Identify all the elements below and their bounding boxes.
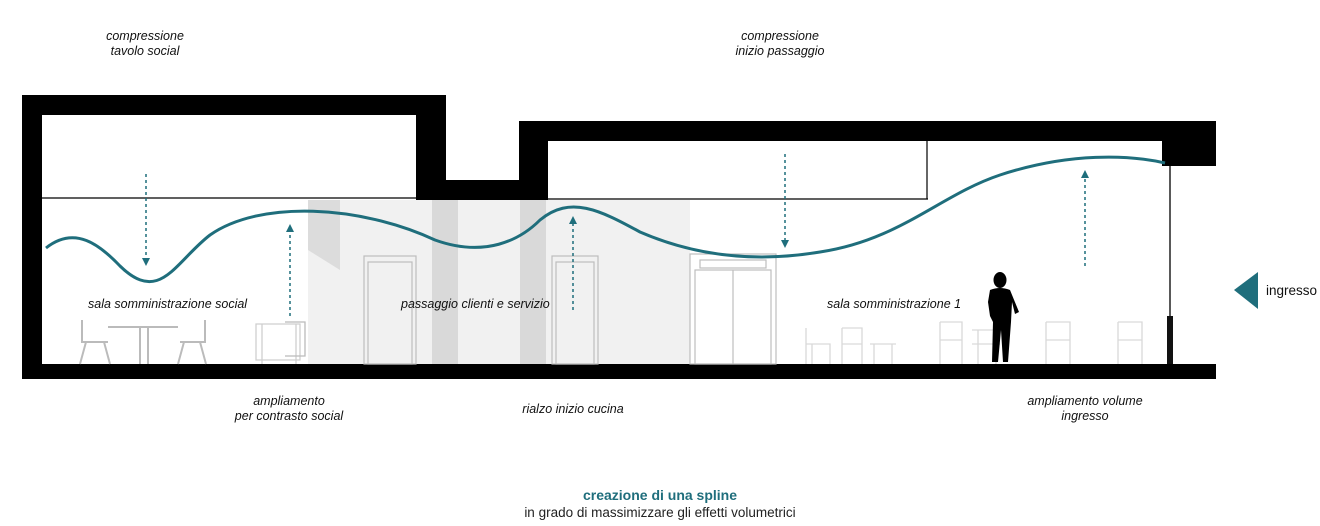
- label-ampliamento-contrasto: ampliamento per contrasto social: [219, 394, 359, 424]
- label-line: inizio passaggio: [735, 44, 825, 58]
- arrow-heads: [142, 170, 1089, 266]
- caption: creazione di una spline in grado di mass…: [0, 487, 1320, 521]
- label-line: per contrasto social: [234, 409, 344, 423]
- label-compressione-passaggio: compressione inizio passaggio: [720, 29, 840, 59]
- spline-curve: [45, 155, 1166, 284]
- room-label-social: sala somministrazione social: [88, 297, 248, 311]
- label-ampliamento-ingresso: ampliamento volume ingresso: [1010, 394, 1160, 424]
- structure: [22, 95, 1216, 379]
- label-line: ingresso: [1061, 409, 1109, 423]
- room-label-sala1: sala somministrazione 1: [827, 297, 962, 311]
- passage-shading: [308, 200, 690, 364]
- entrance-label: ingresso: [1266, 283, 1318, 298]
- caption-subtitle: in grado di massimizzare gli effetti vol…: [524, 505, 796, 520]
- entrance-glazing: [1167, 166, 1173, 364]
- label-line: tavolo social: [110, 44, 180, 58]
- label-line: compressione: [106, 29, 184, 43]
- openings: [363, 253, 777, 365]
- caption-title: creazione di una spline: [582, 487, 738, 503]
- label-line: ampliamento: [253, 394, 325, 408]
- ceiling-lines: [42, 141, 928, 200]
- volume-arrows: [145, 154, 1086, 316]
- label-line: rialzo inizio cucina: [522, 402, 624, 416]
- label-compressione-tavolo: compressione tavolo social: [95, 29, 195, 59]
- room-label-passaggio: passaggio clienti e servizio: [401, 297, 550, 311]
- person-silhouette-icon: [988, 272, 1019, 362]
- furniture: [79, 320, 1143, 365]
- triangle-arrow-left-icon: [1234, 272, 1258, 309]
- label-rialzo-cucina: rialzo inizio cucina: [503, 402, 643, 417]
- label-line: ampliamento volume: [1027, 394, 1143, 408]
- label-line: compressione: [741, 29, 819, 43]
